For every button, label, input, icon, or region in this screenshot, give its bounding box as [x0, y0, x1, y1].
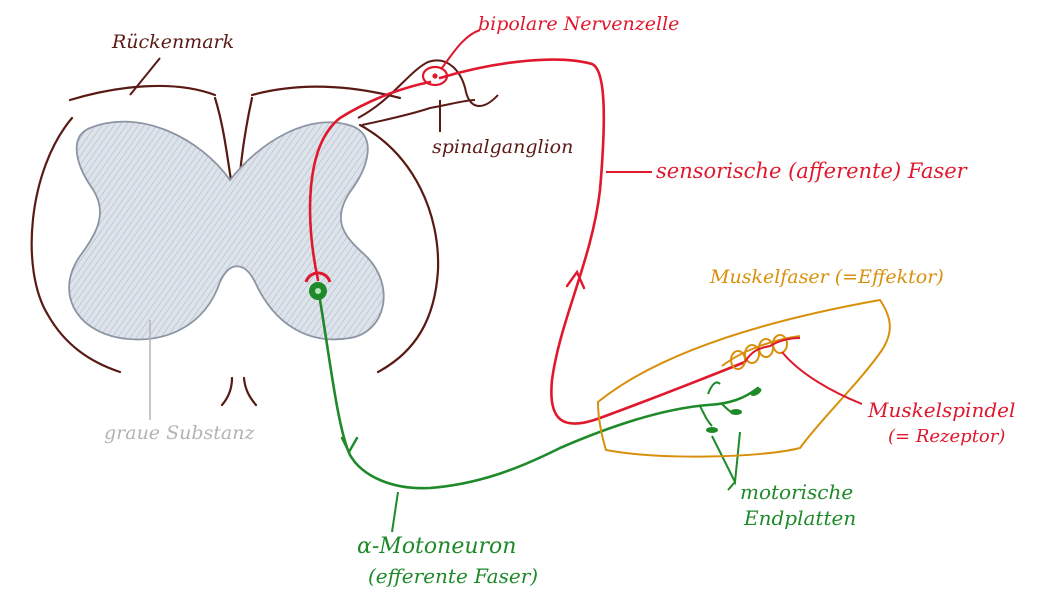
motor-endplate-1: [706, 427, 718, 433]
efferent-fiber: [320, 300, 758, 488]
label-bipolare-nervenzelle: bipolare Nervenzelle: [478, 15, 679, 34]
label-graue-substanz: graue Substanz: [104, 424, 254, 443]
label-motorische: motorische: [740, 482, 853, 502]
label-efferente-faser: (efferente Faser): [368, 566, 538, 586]
muscle-spindle: [722, 335, 800, 369]
label-muskelspindel: Muskelspindel: [868, 400, 1015, 420]
motoneuron-pointer-line: [392, 492, 398, 532]
label-rueckenmark: Rückenmark: [112, 33, 234, 52]
label-spinalganglion: spinalganglion: [432, 138, 573, 157]
label-endplatten: Endplatten: [744, 508, 856, 528]
muscle-fiber: [598, 300, 890, 457]
efferent-arrow: [342, 438, 357, 452]
label-muskelfaser: Muskelfaser (=Effektor): [710, 268, 944, 287]
sensory-fiber: [310, 60, 745, 424]
label-sensorische-faser: sensorische (afferente) Faser: [656, 161, 967, 182]
rueckenmark-pointer-line: [130, 58, 160, 95]
label-rezeptor: (= Rezeptor): [888, 428, 1005, 446]
label-motoneuron: α-Motoneuron: [357, 536, 516, 558]
motor-endplate-2: [730, 409, 742, 415]
muskelspindel-pointer: [782, 352, 862, 404]
motoneuron-nucleus: [315, 288, 321, 294]
motorische-endplatten-pointer: [712, 432, 740, 490]
bipolar-cell-nucleus: [432, 73, 437, 78]
